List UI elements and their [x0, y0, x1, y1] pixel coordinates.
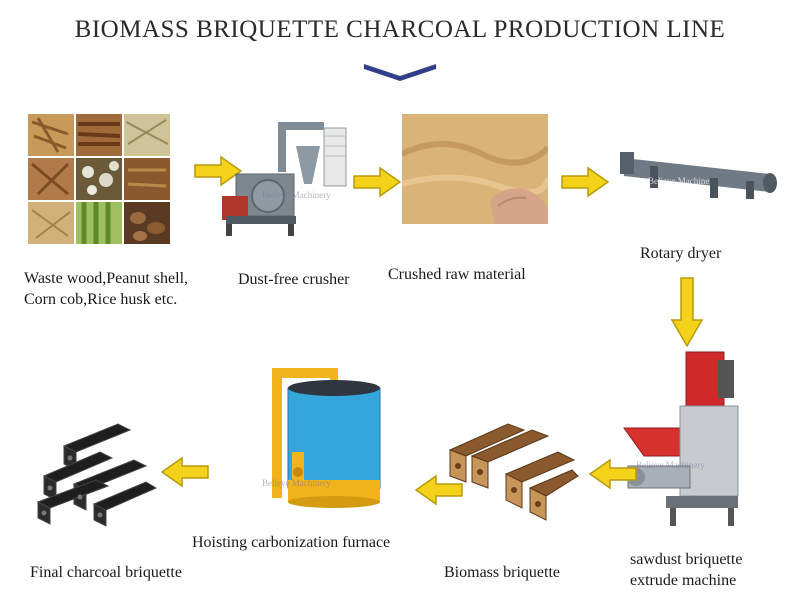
flow-arrow-1	[194, 155, 243, 187]
label-extruder-line1: sawdust briquette	[630, 551, 743, 568]
label-crushed-material: Crushed raw material	[388, 266, 526, 283]
carbonization-furnace-image	[252, 360, 388, 518]
chevron-down-icon	[364, 64, 436, 81]
label-raw-materials: Waste wood,Peanut shell, Corn cob,Rice h…	[24, 268, 188, 310]
rotary-dryer-image	[610, 148, 780, 204]
watermark: Believe Machinery	[262, 478, 331, 488]
crushed-material-image	[400, 114, 551, 224]
flow-arrow-down	[670, 277, 704, 348]
charcoal-briquette-image	[34, 420, 158, 528]
label-rotary-dryer: Rotary dryer	[640, 245, 722, 262]
page-title: BIOMASS BRIQUETTE CHARCOAL PRODUCTION LI…	[74, 16, 726, 43]
flow-arrow-2	[353, 166, 402, 198]
label-extruder-machine: sawdust briquette extrude machine	[630, 549, 742, 591]
label-charcoal-briquette: Final charcoal briquette	[30, 564, 182, 581]
label-crusher: Dust-free crusher	[238, 271, 350, 288]
watermark: Believe Machinery	[262, 190, 331, 200]
watermark: Believe Machinery	[636, 460, 705, 470]
raw-materials-image	[28, 114, 170, 244]
dust-free-crusher-image	[216, 112, 356, 242]
label-biomass-briquette: Biomass briquette	[444, 564, 560, 581]
flow-arrow-6	[160, 456, 209, 488]
flow-arrow-4	[588, 458, 637, 490]
watermark: Believe Machine	[648, 176, 710, 186]
biomass-briquette-image	[446, 416, 582, 524]
flow-arrow-3	[561, 166, 610, 198]
label-raw-line2: Corn cob,Rice husk etc.	[24, 291, 178, 308]
label-carbonization-furnace: Hoisting carbonization furnace	[192, 534, 391, 551]
flow-arrow-5	[414, 474, 463, 506]
label-raw-line1: Waste wood,Peanut shell,	[24, 270, 189, 287]
label-extruder-line2: extrude machine	[630, 572, 737, 589]
extruder-machine-image	[620, 346, 750, 532]
